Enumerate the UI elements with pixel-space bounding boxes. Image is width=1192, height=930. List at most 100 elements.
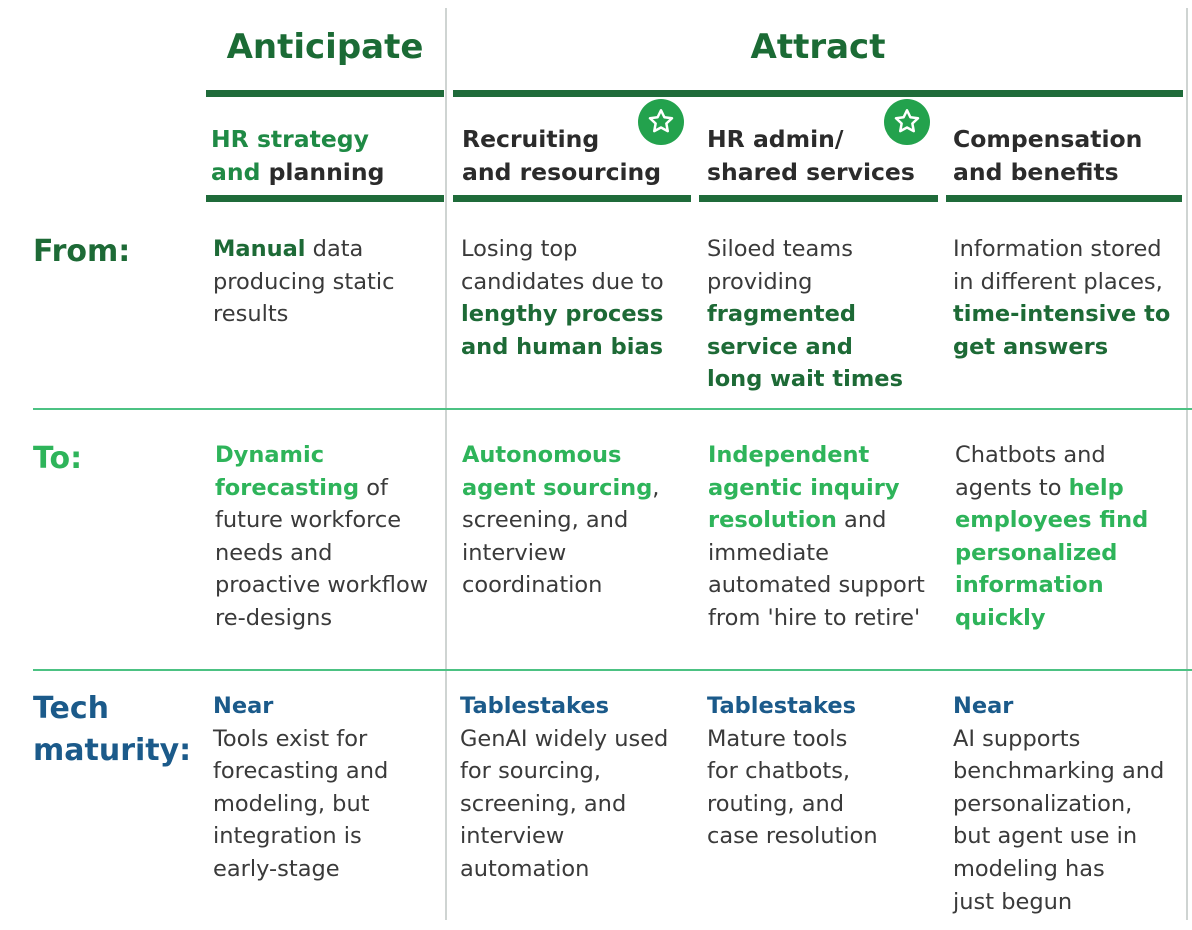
- header-line: shared services: [707, 158, 915, 186]
- cell-text: personalized: [955, 539, 1118, 566]
- header-line: HR strategy: [211, 125, 369, 153]
- maturity-level: Tablestakes: [707, 693, 857, 719]
- cell-text: ,: [652, 474, 660, 501]
- cell-text: Tools exist for: [213, 725, 368, 752]
- cell-text: help: [1068, 474, 1124, 501]
- maturity-level: Tablestakes: [460, 693, 610, 719]
- cell-text: automation: [460, 855, 590, 882]
- from-cell-hr-admin: Siloed teams providing fragmented servic…: [707, 233, 903, 396]
- star-icon: [638, 99, 684, 145]
- cell-text: just begun: [953, 888, 1073, 915]
- cell-text: lengthy process: [461, 301, 664, 328]
- cell-text: re-designs: [215, 604, 333, 631]
- header-bar-hr-strategy: [206, 195, 444, 202]
- header-bar-recruiting: [453, 195, 691, 202]
- cell-text: in different places,: [953, 268, 1163, 295]
- cell-text: Autonomous: [462, 442, 622, 468]
- cell-text: Losing top: [461, 236, 578, 262]
- cell-text: agentic inquiry: [708, 474, 900, 501]
- cell-text: long wait times: [707, 366, 903, 393]
- cell-text: screening, and: [462, 507, 629, 534]
- cell-text: coordination: [462, 572, 603, 599]
- anticipate-top-bar: [206, 90, 444, 97]
- cell-text: future workforce: [215, 507, 402, 534]
- header-bar-hr-admin: [699, 195, 938, 202]
- row-separator-2: [33, 669, 1192, 671]
- cell-text: for chatbots,: [707, 758, 851, 785]
- cell-text: and: [836, 507, 887, 534]
- row-separator-1: [33, 408, 1192, 410]
- header-line: planning: [260, 158, 385, 186]
- section-title-anticipate: Anticipate: [226, 27, 424, 67]
- cell-text: forecasting: [215, 474, 360, 501]
- cell-text: of: [359, 474, 388, 501]
- cell-text: employees find: [955, 507, 1149, 534]
- tech-cell-recruiting: Tablestakes GenAI widely used for sourci…: [460, 690, 668, 886]
- to-cell-recruiting: Autonomous agent sourcing, screening, an…: [462, 439, 659, 602]
- cell-text: Independent: [708, 442, 870, 468]
- cell-text: benchmarking and: [953, 758, 1165, 785]
- to-cell-compensation: Chatbots and agents to help employees fi…: [955, 439, 1148, 635]
- tech-cell-hr-strategy: Near Tools exist for forecasting and mod…: [213, 690, 388, 886]
- from-cell-compensation: Information stored in different places, …: [953, 233, 1170, 363]
- cell-text: but agent use in: [953, 823, 1138, 850]
- cell-text: resolution: [708, 507, 837, 534]
- cell-text: results: [213, 301, 289, 328]
- cell-text: interview: [462, 539, 567, 566]
- attract-top-bar: [453, 90, 1183, 97]
- column-header-hr-admin: HR admin/ shared services: [707, 123, 915, 189]
- cell-text: modeling, but: [213, 790, 370, 817]
- cell-text: forecasting and: [213, 758, 389, 785]
- star-icon: [884, 99, 930, 145]
- cell-text: Dynamic: [215, 442, 325, 468]
- to-cell-hr-admin: Independent agentic inquiry resolution a…: [708, 439, 925, 635]
- cell-text: data: [305, 236, 364, 262]
- from-cell-hr-strategy: Manual data producing static results: [213, 233, 394, 331]
- header-line: and resourcing: [462, 158, 662, 186]
- header-line: and benefits: [953, 158, 1119, 186]
- cell-text: providing: [707, 268, 813, 295]
- cell-text: information: [955, 572, 1104, 599]
- from-cell-recruiting: Losing top candidates due to lengthy pro…: [461, 233, 664, 363]
- cell-text: fragmented: [707, 301, 857, 328]
- cell-text: case resolution: [707, 823, 878, 850]
- cell-text: service and: [707, 333, 853, 360]
- cell-text: quickly: [955, 604, 1046, 631]
- header-line: Compensation: [953, 125, 1143, 153]
- cell-text: routing, and: [707, 790, 845, 817]
- cell-text: integration is: [213, 823, 362, 850]
- cell-text: modeling has: [953, 855, 1105, 882]
- tech-cell-hr-admin: Tablestakes Mature tools for chatbots, r…: [707, 690, 878, 853]
- cell-text: Siloed teams: [707, 236, 853, 262]
- cell-text: and human bias: [461, 333, 664, 360]
- cell-text: personalization,: [953, 790, 1133, 817]
- cell-text: agents to: [955, 474, 1069, 501]
- cell-text: screening, and: [460, 790, 627, 817]
- cell-text: automated support: [708, 572, 925, 599]
- cell-text: time-intensive to: [953, 301, 1171, 328]
- to-cell-hr-strategy: Dynamic forecasting of future workforce …: [215, 439, 428, 635]
- cell-text: AI supports: [953, 725, 1081, 752]
- header-bar-compensation: [946, 195, 1182, 202]
- divider-vertical-2: [1186, 8, 1188, 920]
- cell-text: Manual: [213, 236, 306, 262]
- row-label-from: From:: [33, 234, 131, 269]
- header-line: HR admin/: [707, 125, 844, 153]
- cell-text: agent sourcing: [462, 474, 653, 501]
- row-label-line: maturity:: [33, 733, 192, 768]
- cell-text: get answers: [953, 333, 1109, 360]
- cell-text: candidates due to: [461, 268, 664, 295]
- row-label-to: To:: [33, 441, 83, 476]
- cell-text: interview: [460, 823, 565, 850]
- cell-text: producing static: [213, 268, 395, 295]
- row-label-tech-maturity: Tech maturity:: [33, 688, 191, 772]
- divider-vertical-1: [445, 8, 447, 920]
- row-label-line: Tech: [33, 691, 109, 726]
- column-header-recruiting: Recruiting and resourcing: [462, 123, 661, 189]
- cell-text: Mature tools: [707, 725, 848, 752]
- maturity-level: Near: [953, 693, 1014, 719]
- cell-text: immediate: [708, 539, 829, 566]
- section-title-attract: Attract: [750, 27, 886, 67]
- column-header-compensation: Compensation and benefits: [953, 123, 1142, 189]
- maturity-level: Near: [213, 693, 274, 719]
